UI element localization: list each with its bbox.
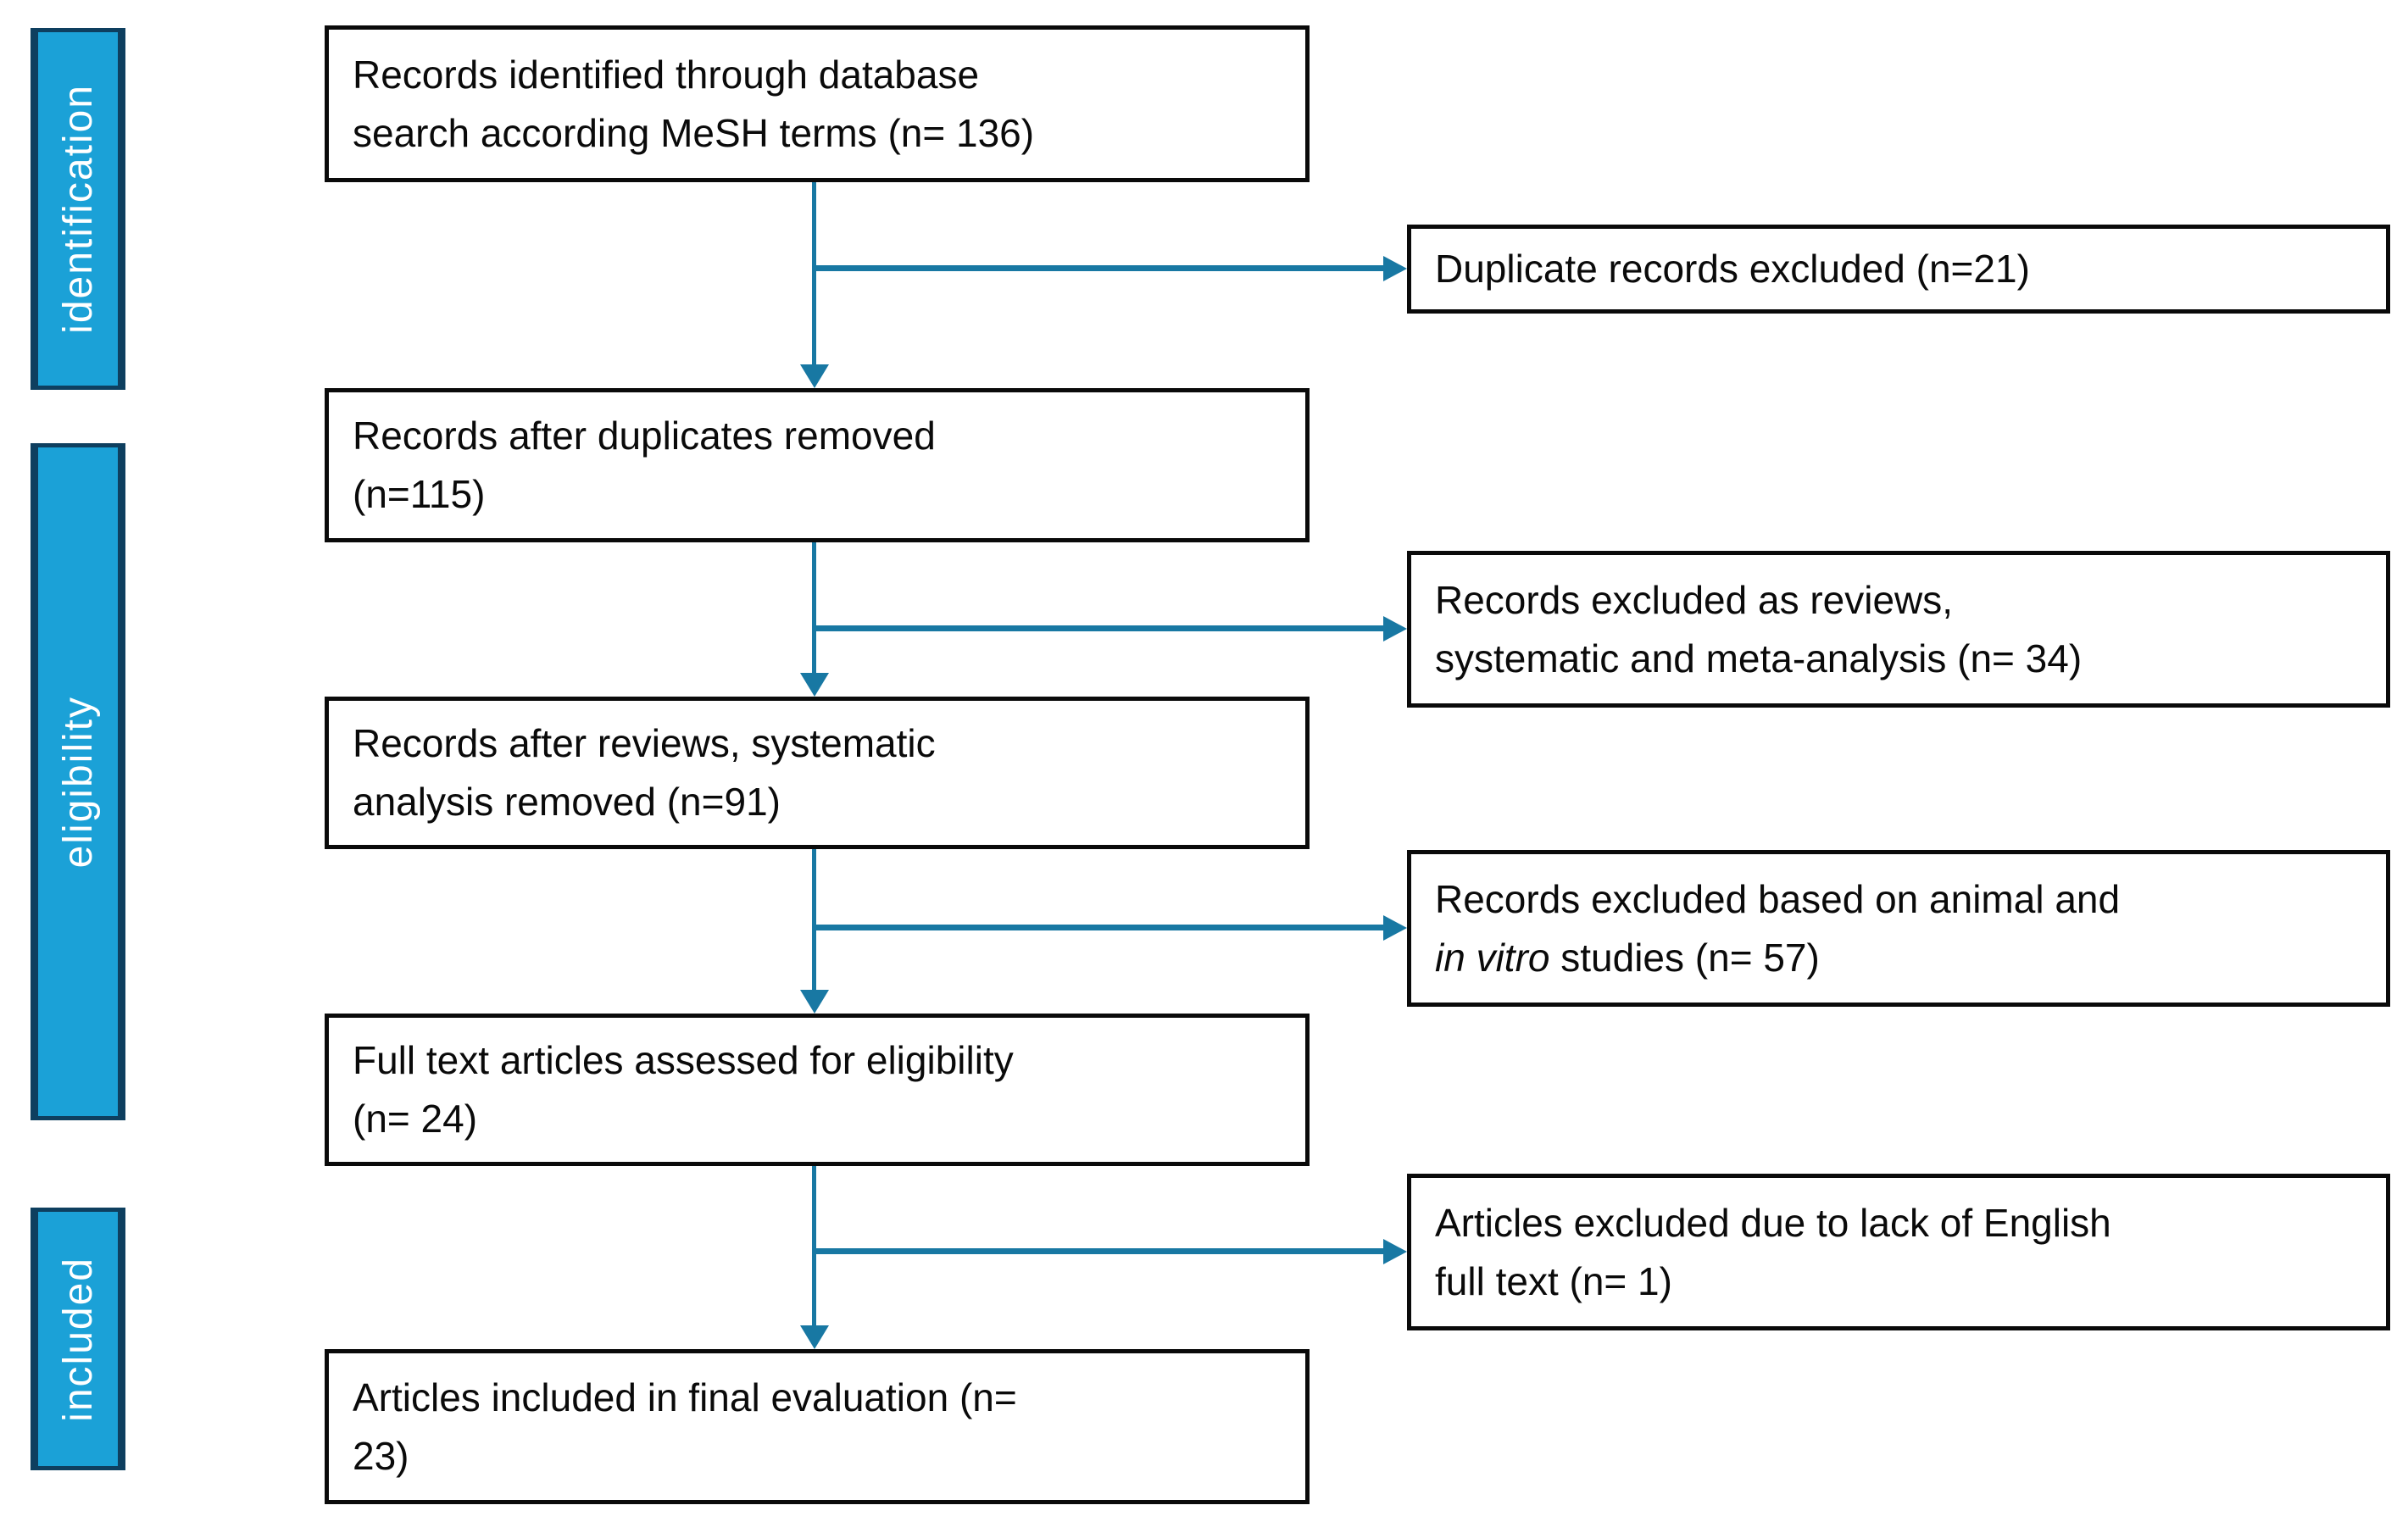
- arrow-right-icon-1: [1383, 256, 1407, 281]
- arrow-down-icon-1: [800, 364, 829, 388]
- arrow-down-icon-3: [800, 990, 829, 1014]
- connector-down-3: [812, 849, 816, 990]
- flow-box-records-after-reviews-text: Records after reviews, systematic analys…: [353, 721, 936, 824]
- phase-bar-identification: identification: [31, 28, 125, 390]
- phase-bar-eligibility: eligibility: [31, 443, 125, 1120]
- exclusion-box-animal-invitro-part2-italic: in vitro: [1435, 935, 1550, 980]
- arrow-right-icon-2: [1383, 616, 1407, 642]
- flow-box-full-text-assessed: Full text articles assessed for eligibil…: [325, 1014, 1310, 1166]
- flow-box-records-after-duplicates: Records after duplicates removed (n=115): [325, 388, 1310, 542]
- exclusion-box-animal-invitro-part1: Records excluded based on animal and: [1435, 876, 2121, 921]
- exclusion-box-duplicates-text: Duplicate records excluded (n=21): [1435, 247, 2030, 291]
- exclusion-box-reviews-text: Records excluded as reviews, systematic …: [1435, 577, 2083, 680]
- exclusion-box-no-english-text: Articles excluded due to lack of English…: [1435, 1200, 2111, 1303]
- flow-box-full-text-assessed-text: Full text articles assessed for eligibil…: [353, 1038, 1014, 1141]
- connector-down-4: [812, 1166, 816, 1325]
- exclusion-box-reviews: Records excluded as reviews, systematic …: [1407, 551, 2390, 708]
- connector-down-1: [812, 182, 816, 364]
- phase-bar-included: included: [31, 1208, 125, 1470]
- exclusion-box-animal-invitro-text: Records excluded based on animal and in …: [1435, 870, 2120, 987]
- flow-box-records-identified-text: Records identified through database sear…: [353, 52, 1035, 155]
- exclusion-box-duplicates: Duplicate records excluded (n=21): [1407, 225, 2390, 314]
- arrow-down-icon-4: [800, 1325, 829, 1349]
- connector-right-4: [812, 1248, 1383, 1254]
- arrow-right-icon-4: [1383, 1239, 1407, 1264]
- flow-box-records-after-reviews: Records after reviews, systematic analys…: [325, 697, 1310, 849]
- flow-box-records-after-duplicates-text: Records after duplicates removed (n=115): [353, 414, 936, 516]
- phase-label-eligibility: eligibility: [55, 695, 101, 869]
- flow-box-records-identified: Records identified through database sear…: [325, 25, 1310, 182]
- exclusion-box-animal-invitro-part3: studies (n= 57): [1549, 935, 1820, 980]
- phase-label-included: included: [55, 1256, 101, 1422]
- flow-box-articles-included: Articles included in final evaluation (n…: [325, 1349, 1310, 1504]
- flow-box-articles-included-text: Articles included in final evaluation (n…: [353, 1375, 1017, 1478]
- connector-right-3: [812, 925, 1383, 930]
- connector-right-2: [812, 625, 1383, 631]
- exclusion-box-no-english: Articles excluded due to lack of English…: [1407, 1174, 2390, 1330]
- connector-right-1: [812, 265, 1383, 271]
- arrow-right-icon-3: [1383, 915, 1407, 941]
- connector-down-2: [812, 542, 816, 673]
- exclusion-box-animal-invitro: Records excluded based on animal and in …: [1407, 850, 2390, 1007]
- arrow-down-icon-2: [800, 673, 829, 697]
- phase-label-identification: identification: [55, 84, 101, 334]
